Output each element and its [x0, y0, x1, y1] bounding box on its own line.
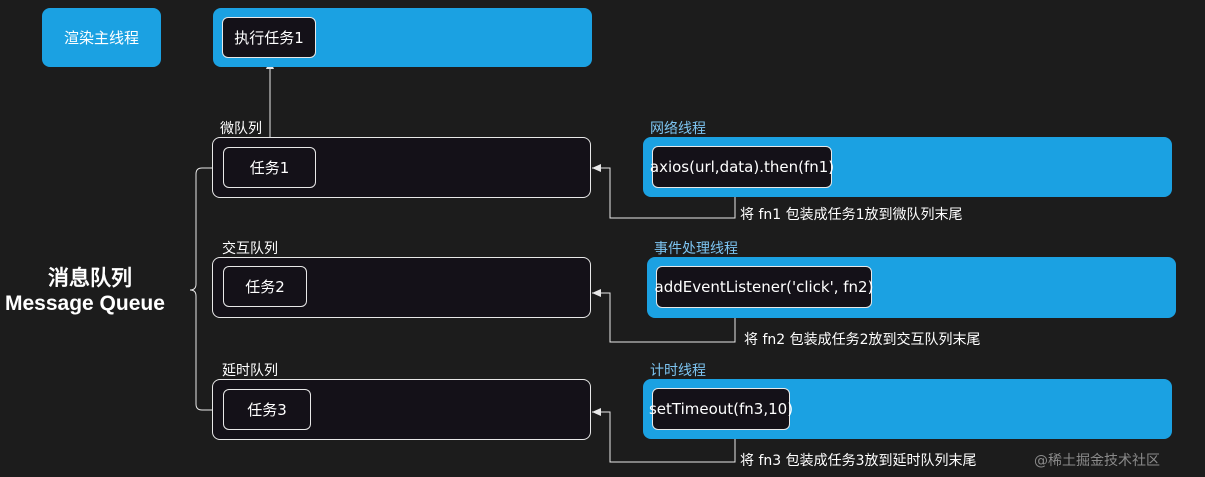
message-queue-title-en: Message Queue: [5, 292, 165, 315]
message-queue-title: 消息队列: [48, 266, 132, 290]
event-note: 将 fn2 包装成任务2放到交互队列末尾: [744, 332, 981, 348]
network-note: 将 fn1 包装成任务1放到微队列末尾: [740, 207, 963, 223]
render-thread-label: 渲染主线程: [63, 29, 139, 47]
timer-note: 将 fn3 包装成任务3放到延时队列末尾: [740, 453, 977, 469]
microqueue-label: 微队列: [220, 121, 262, 137]
task1-chip: 任务1: [223, 147, 316, 188]
event-thread-label: 事件处理线程: [654, 241, 738, 257]
arrow-network-to-microqueue: [592, 164, 736, 219]
task2-chip: 任务2: [223, 266, 307, 307]
event-code-chip: addEventListener('click', fn2): [655, 266, 873, 308]
timer-thread-label: 计时线程: [650, 363, 706, 379]
executing-task-chip: 执行任务1: [222, 17, 316, 58]
network-code-chip: axios(url,data).then(fn1): [650, 146, 834, 188]
message-queue-bracket: [189, 167, 212, 411]
timer-code-chip: setTimeout(fn3,10): [649, 388, 793, 430]
render-thread-box: 渲染主线程: [42, 8, 161, 67]
arrow-event-to-interaction-queue: [592, 289, 736, 343]
interaction-queue-label: 交互队列: [222, 241, 278, 257]
arrow-timer-to-delay-queue: [592, 408, 736, 463]
watermark: @稀土掘金技术社区: [1034, 453, 1160, 469]
delay-queue-label: 延时队列: [222, 363, 278, 379]
network-thread-label: 网络线程: [650, 121, 706, 137]
task3-chip: 任务3: [223, 389, 311, 430]
